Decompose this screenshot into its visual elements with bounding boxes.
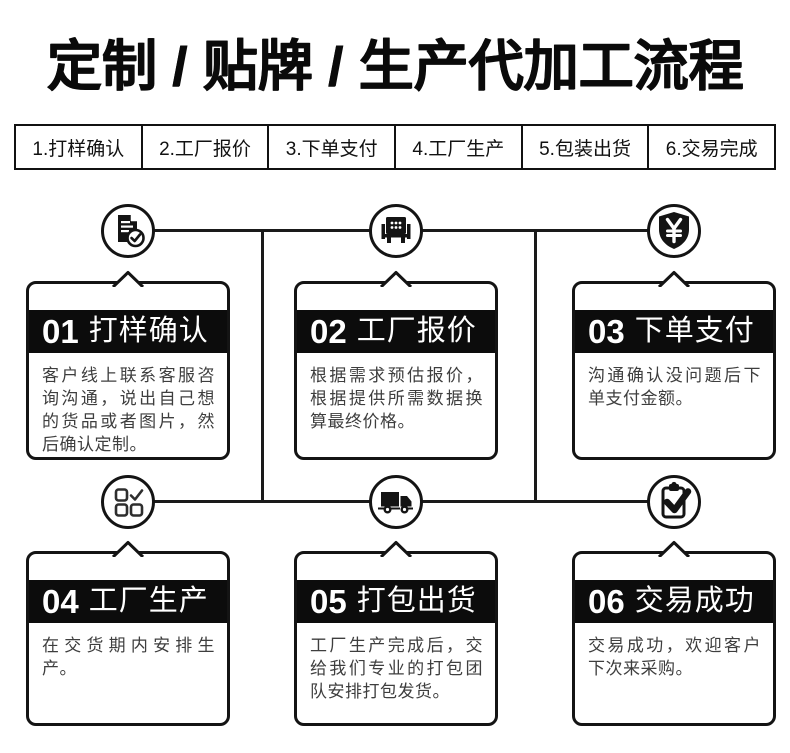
- card-notch-icon: [111, 541, 145, 557]
- flow-card-02: 02 工厂报价 根据需求预估报价，根据提供所需数据换算最终价格。: [294, 271, 498, 460]
- card-title: 打样确认: [88, 315, 209, 347]
- card-banner: 06 交易成功: [575, 580, 773, 623]
- flow-card-01: 01 打样确认 客户线上联系客服咨询沟通，说出自己想的货品或者图片，然后确认定制…: [26, 271, 230, 460]
- connector-line-vertical-left: [261, 229, 264, 501]
- card-number: 05: [310, 583, 347, 620]
- step-label: 3.下单支付: [285, 138, 378, 160]
- card-notch-icon: [657, 271, 691, 287]
- yen-shield-icon: [658, 211, 689, 249]
- step-label: 1.打样确认: [32, 138, 125, 160]
- document-check-icon: [117, 213, 145, 247]
- step-label: 6.交易完成: [665, 138, 758, 160]
- step-cell-4: 4.工厂生产: [396, 126, 523, 168]
- step-cell-6: 6.交易完成: [649, 126, 774, 168]
- step-label: 2.工厂报价: [159, 138, 251, 160]
- step-cell-5: 5.包装出货: [523, 126, 650, 168]
- flow-card-05: 05 打包出货 工厂生产完成后，交给我们专业的打包团队安排打包发货。: [294, 541, 498, 726]
- steps-strip: 1.打样确认 2.工厂报价 3.下单支付 4.工厂生产 5.包装出货 6.交易完…: [14, 124, 776, 170]
- card-body: 交易成功，欢迎客户下次来采购。: [588, 636, 761, 678]
- printer-icon: [381, 216, 410, 243]
- card-title: 下单支付: [634, 315, 755, 347]
- connector-line-vertical-right: [534, 229, 537, 501]
- card-banner: 04 工厂生产: [29, 580, 227, 623]
- card-body: 客户线上联系客服咨询沟通，说出自己想的货品或者图片，然后确认定制。: [42, 366, 215, 454]
- flow-card-04: 04 工厂生产 在交货期内安排生产。: [26, 541, 230, 726]
- step-label: 5.包装出货: [539, 138, 631, 160]
- card-banner: 03 下单支付: [575, 310, 773, 353]
- card-body: 根据需求预估报价，根据提供所需数据换算最终价格。: [310, 366, 483, 431]
- icon-circle-2: [369, 204, 423, 258]
- card-title: 工厂生产: [88, 585, 209, 617]
- icon-circle-1: [101, 204, 155, 258]
- step-cell-3: 3.下单支付: [269, 126, 397, 168]
- clipboard-check-icon: [661, 481, 691, 518]
- icon-circle-4: [101, 475, 155, 529]
- card-number: 06: [588, 583, 625, 620]
- step-label: 4.工厂生产: [412, 138, 505, 160]
- icon-circle-6: [647, 475, 701, 529]
- step-cell-1: 1.打样确认: [16, 126, 143, 168]
- truck-icon: [377, 491, 413, 513]
- step-cell-2: 2.工厂报价: [143, 126, 270, 168]
- card-number: 04: [42, 583, 79, 620]
- flow-card-03: 03 下单支付 沟通确认没问题后下单支付金额。: [572, 271, 776, 460]
- icon-circle-5: [369, 475, 423, 529]
- card-notch-icon: [379, 541, 413, 557]
- checklist-icon: [114, 487, 143, 517]
- icon-circle-3: [647, 204, 701, 258]
- card-notch-icon: [111, 271, 145, 287]
- card-number: 01: [42, 313, 79, 350]
- card-banner: 02 工厂报价: [297, 310, 495, 353]
- card-notch-icon: [379, 271, 413, 287]
- card-number: 02: [310, 313, 347, 350]
- card-banner: 05 打包出货: [297, 580, 495, 623]
- card-banner: 01 打样确认: [29, 310, 227, 353]
- card-body: 工厂生产完成后，交给我们专业的打包团队安排打包发货。: [310, 636, 483, 701]
- card-body: 在交货期内安排生产。: [42, 636, 215, 678]
- card-title: 交易成功: [634, 585, 755, 617]
- card-title: 工厂报价: [356, 315, 477, 347]
- card-number: 03: [588, 313, 625, 350]
- flow-card-06: 06 交易成功 交易成功，欢迎客户下次来采购。: [572, 541, 776, 726]
- card-title: 打包出货: [356, 585, 477, 617]
- card-notch-icon: [657, 541, 691, 557]
- card-body: 沟通确认没问题后下单支付金额。: [588, 366, 761, 408]
- page-title: 定制 / 贴牌 / 生产代加工流程: [46, 35, 744, 97]
